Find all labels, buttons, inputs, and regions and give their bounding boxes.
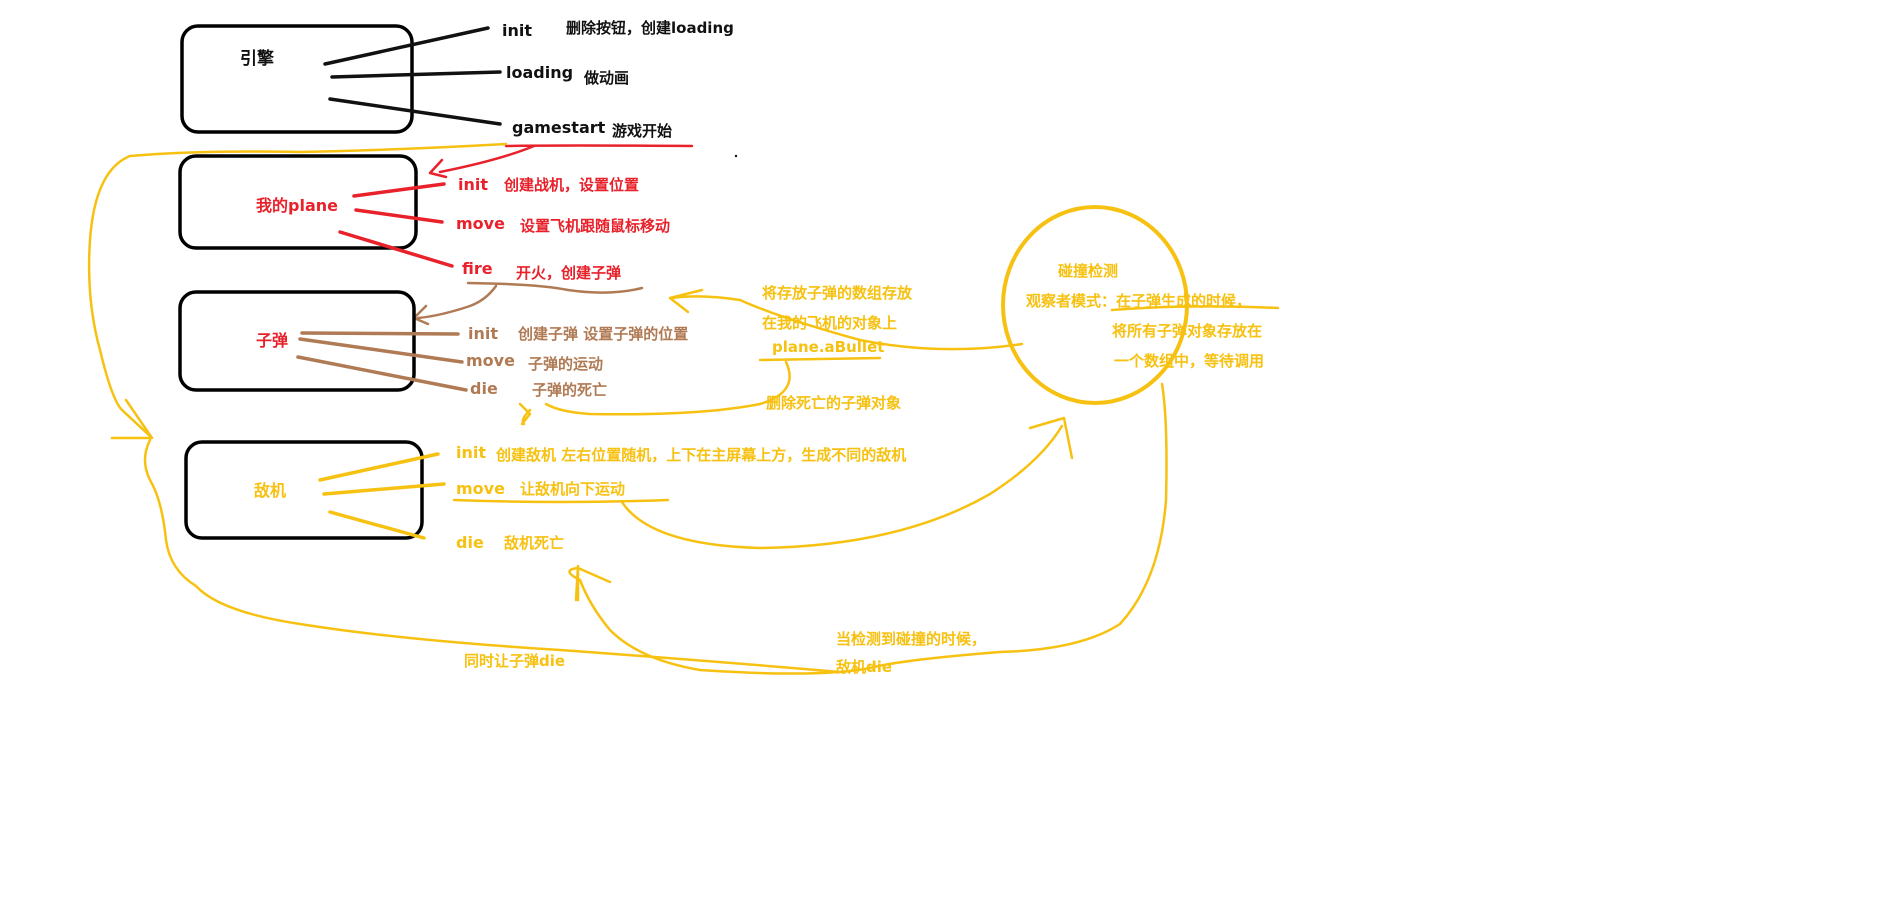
plane-method-fire: fire — [462, 259, 493, 278]
engine-loading-line — [330, 70, 502, 79]
move-to-collision-arrowhead — [1028, 416, 1074, 460]
bullet-move-line — [298, 337, 464, 364]
engine-gamestart-line — [328, 97, 502, 126]
enemy-box — [184, 440, 424, 540]
note-bullet-die: 同时让子弹die — [464, 652, 565, 670]
collision-to-array-arrowhead — [668, 288, 704, 314]
note-remove-dead: 删除死亡的子弹对象 — [766, 394, 901, 412]
engine-method-gamestart: gamestart — [512, 118, 606, 137]
bullet-desc-die: 子弹的死亡 — [532, 381, 607, 399]
plane-connectors — [338, 182, 454, 268]
start-loop-arrowhead — [110, 398, 154, 440]
bullet-desc-init: 创建子弹 设置子弹的位置 — [517, 325, 688, 343]
enemy-module: 敌机 init 创建敌机 左右位置随机，上下在主屏幕上方，生成不同的敌机 mov… — [184, 440, 906, 552]
engine-module: 引擎 init 删除按钮，创建loading loading 做动画 games… — [180, 19, 734, 140]
enemy-desc-init: 创建敌机 左右位置随机，上下在主屏幕上方，生成不同的敌机 — [495, 446, 906, 464]
plane-box — [178, 154, 418, 250]
bullet-init-line — [300, 331, 460, 336]
abullet-underline — [758, 356, 882, 362]
engine-box — [180, 24, 414, 134]
note-bullet-array-2: 在我的飞机的对象上 — [762, 314, 897, 332]
plane-method-move: move — [456, 214, 505, 233]
note-bullet-array-prop: plane.aBullet — [772, 338, 884, 356]
enemy-method-init: init — [456, 443, 486, 462]
enemy-method-die: die — [456, 533, 484, 552]
note-collision-title: 碰撞检测 — [1058, 262, 1118, 280]
bullet-die-line — [296, 355, 468, 392]
plane-move-line — [354, 208, 444, 224]
plane-method-init: init — [458, 175, 488, 194]
enemy-die-line — [328, 510, 426, 540]
note-bullet-array-1: 将存放子弹的数组存放 — [762, 284, 913, 302]
bullet-desc-move: 子弹的运动 — [528, 355, 603, 373]
enemy-move-underline — [452, 498, 670, 504]
gamestart-to-plane-arrow — [428, 144, 694, 179]
bullet-module: 子弹 init 创建子弹 设置子弹的位置 move 子弹的运动 die 子弹的死… — [178, 290, 688, 399]
bottom-loop-line — [143, 438, 842, 674]
array-to-die-line — [544, 360, 791, 416]
collision-to-array-line — [670, 295, 1024, 351]
bullet-method-move: move — [466, 351, 515, 370]
observer-pointer-line — [1110, 305, 1280, 312]
plane-title: 我的plane — [256, 196, 338, 215]
engine-desc-gamestart: 游戏开始 — [612, 122, 672, 140]
enemy-init-line — [318, 452, 440, 482]
bullet-title: 子弹 — [256, 331, 288, 350]
plane-desc-move: 设置飞机跟随鼠标移动 — [520, 217, 670, 235]
enemy-desc-move: 让敌机向下运动 — [520, 480, 625, 498]
enemy-title: 敌机 — [254, 481, 286, 500]
plane-fire-line — [338, 230, 454, 268]
note-hit-1: 当检测到碰撞的时候， — [836, 630, 986, 648]
bullet-method-init: init — [468, 324, 498, 343]
plane-module: 我的plane init 创建战机，设置位置 move 设置飞机跟随鼠标移动 f… — [178, 154, 670, 282]
engine-method-loading: loading — [506, 63, 573, 82]
engine-desc-loading: 做动画 — [583, 69, 629, 87]
plane-init-line — [352, 182, 446, 198]
engine-desc-init: 删除按钮，创建loading — [566, 19, 734, 37]
enemy-connectors — [318, 452, 446, 540]
plane-desc-init: 创建战机，设置位置 — [503, 176, 639, 194]
note-observer-2: 将所有子弹对象存放在 — [1112, 322, 1262, 340]
enemy-method-move: move — [456, 479, 505, 498]
engine-title: 引擎 — [240, 48, 275, 69]
engine-connectors — [323, 26, 502, 126]
move-to-collision-line — [620, 424, 1064, 550]
fire-to-bullet-arrow — [412, 281, 644, 326]
note-hit-2: 敌机die — [836, 658, 892, 676]
bullet-method-die: die — [470, 379, 498, 398]
bullet-connectors — [296, 331, 468, 392]
bullet-box — [178, 290, 416, 392]
engine-init-line — [323, 26, 490, 66]
collision-circle — [1001, 205, 1189, 405]
collision-to-enemy-die-line — [578, 382, 1168, 675]
enemy-die-tail — [574, 564, 580, 602]
note-observer-3: 一个数组中，等待调用 — [1114, 352, 1264, 370]
notes: 将存放子弹的数组存放 在我的飞机的对象上 plane.aBullet 删除死亡的… — [464, 262, 1264, 676]
enemy-move-line — [322, 482, 446, 496]
yellow-flow-lines — [87, 142, 1280, 675]
start-loop-line — [87, 142, 508, 438]
plane-desc-fire: 开火，创建子弹 — [516, 264, 621, 282]
enemy-desc-die: 敌机死亡 — [504, 534, 564, 552]
note-observer-1: 观察者模式：在子弹生成的时候， — [1026, 292, 1251, 310]
engine-method-init: init — [502, 21, 532, 40]
die-up-arrowhead — [518, 402, 532, 426]
stray-dot — [734, 154, 738, 158]
